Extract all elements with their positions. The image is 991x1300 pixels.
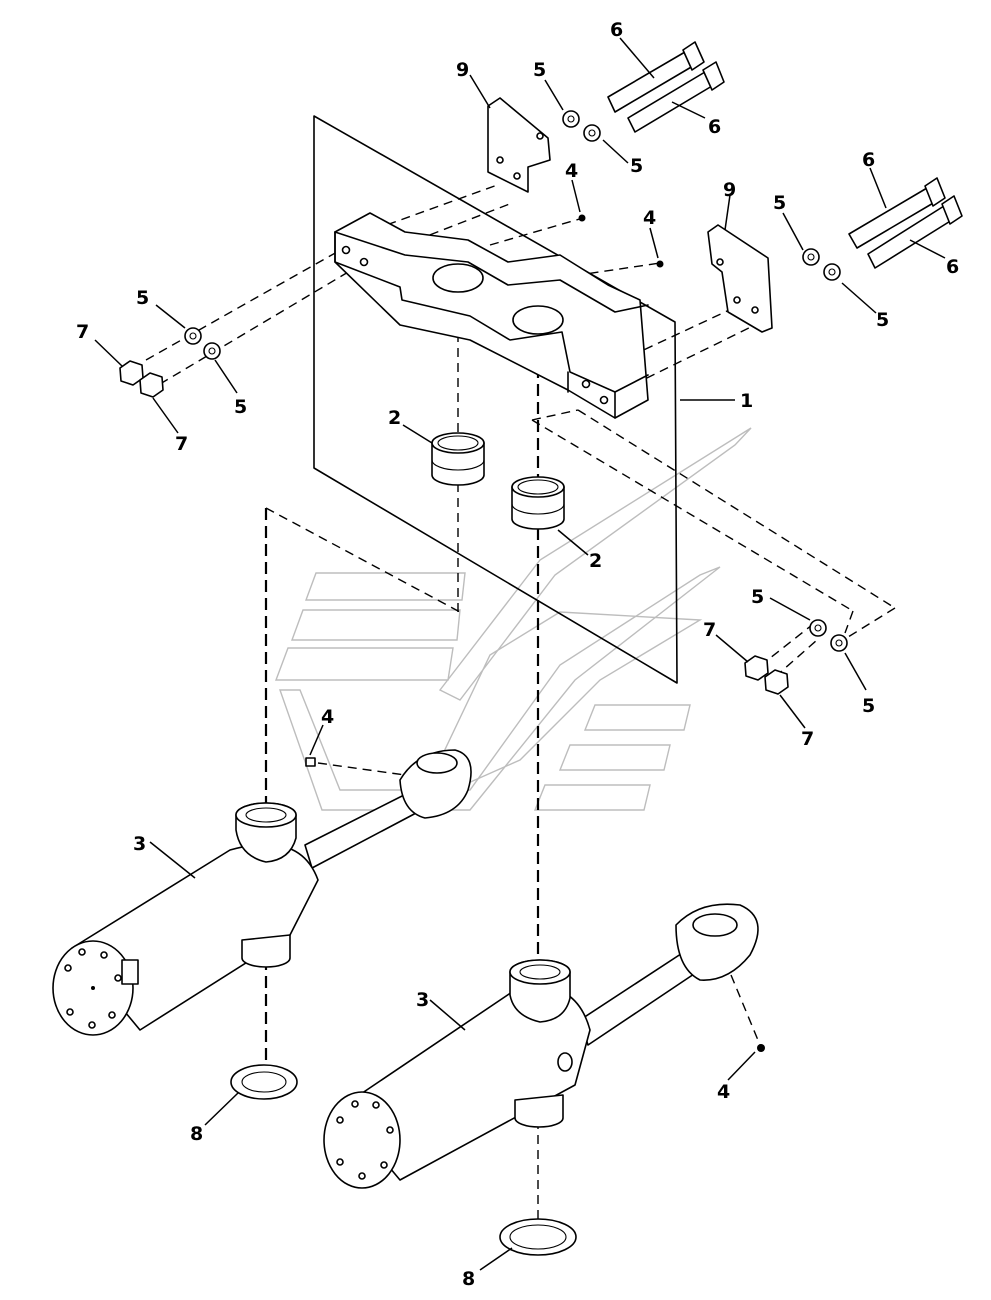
callout-7: 7: [801, 728, 814, 750]
part-9-bracket-upper: [487, 97, 551, 193]
callout-5: 5: [862, 695, 875, 717]
callout-6: 6: [862, 149, 875, 171]
callout-4: 4: [321, 706, 334, 728]
callout-5: 5: [751, 586, 764, 608]
part-5-washers: [184, 110, 848, 652]
callout-5: 5: [773, 192, 786, 214]
callout-7: 7: [175, 433, 188, 455]
part-3-cylinder-lower: [323, 903, 759, 1189]
callout-9: 9: [456, 59, 469, 81]
part-2-bushings: [431, 432, 565, 530]
callout-6: 6: [610, 19, 623, 41]
callout-4: 4: [565, 160, 578, 182]
callout-1: 1: [740, 390, 753, 412]
callout-8: 8: [190, 1123, 203, 1145]
callout-7: 7: [703, 619, 716, 641]
callout-4: 4: [643, 207, 656, 229]
callout-2: 2: [388, 407, 401, 429]
callout-2: 2: [589, 550, 602, 572]
callout-5: 5: [533, 59, 546, 81]
callout-6: 6: [946, 256, 959, 278]
mount-panel: [313, 115, 678, 684]
callout-5: 5: [136, 287, 149, 309]
callout-3: 3: [416, 989, 429, 1011]
callout-5: 5: [630, 155, 643, 177]
callout-7: 7: [76, 321, 89, 343]
callout-8: 8: [462, 1268, 475, 1290]
leader-lines: [94, 37, 946, 1271]
callout-6: 6: [708, 116, 721, 138]
part-8-washers: [230, 1064, 577, 1256]
callout-4: 4: [717, 1081, 730, 1103]
part-3-cylinder-upper: [52, 749, 472, 1036]
part-6-bolts: [607, 41, 963, 269]
part-1-equalizer-bar: [334, 212, 649, 419]
part-4-fittings: [305, 214, 765, 1052]
callout-labels: 1 2 2 3 3 4 4 4 4 5 5 5 5 5 5 5 5 6 6 6 …: [76, 19, 959, 1290]
callout-3: 3: [133, 833, 146, 855]
callout-9: 9: [723, 179, 736, 201]
callout-5: 5: [876, 309, 889, 331]
part-9-bracket-lower: [707, 224, 773, 333]
part-7-nuts: [119, 360, 789, 695]
callout-5: 5: [234, 396, 247, 418]
